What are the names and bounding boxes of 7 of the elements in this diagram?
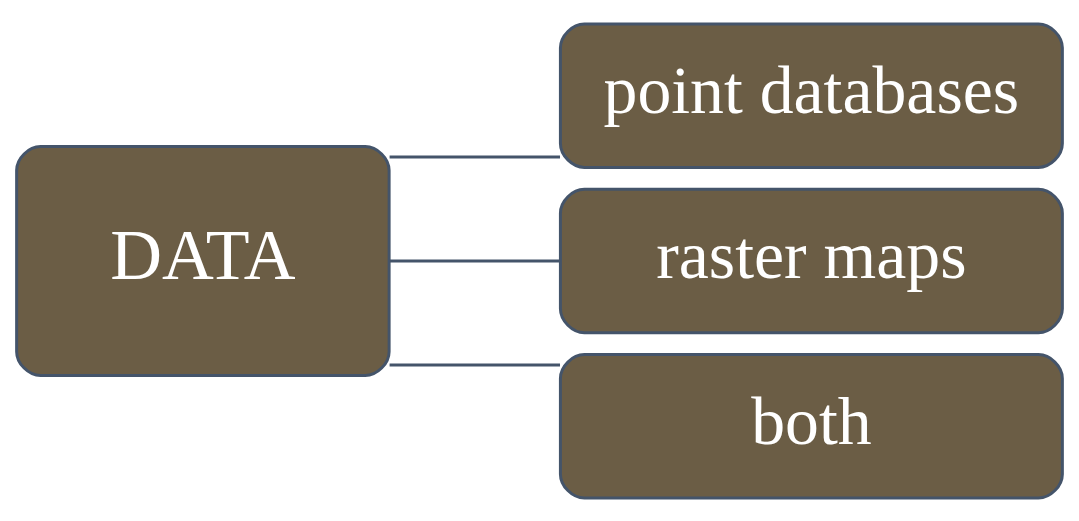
connector — [389, 259, 560, 262]
node-box: both — [558, 352, 1064, 500]
node-box: point databases — [558, 21, 1064, 169]
connector — [389, 363, 560, 367]
node-box: DATA — [15, 144, 391, 377]
node-box: raster maps — [558, 187, 1064, 334]
connector — [389, 154, 560, 158]
